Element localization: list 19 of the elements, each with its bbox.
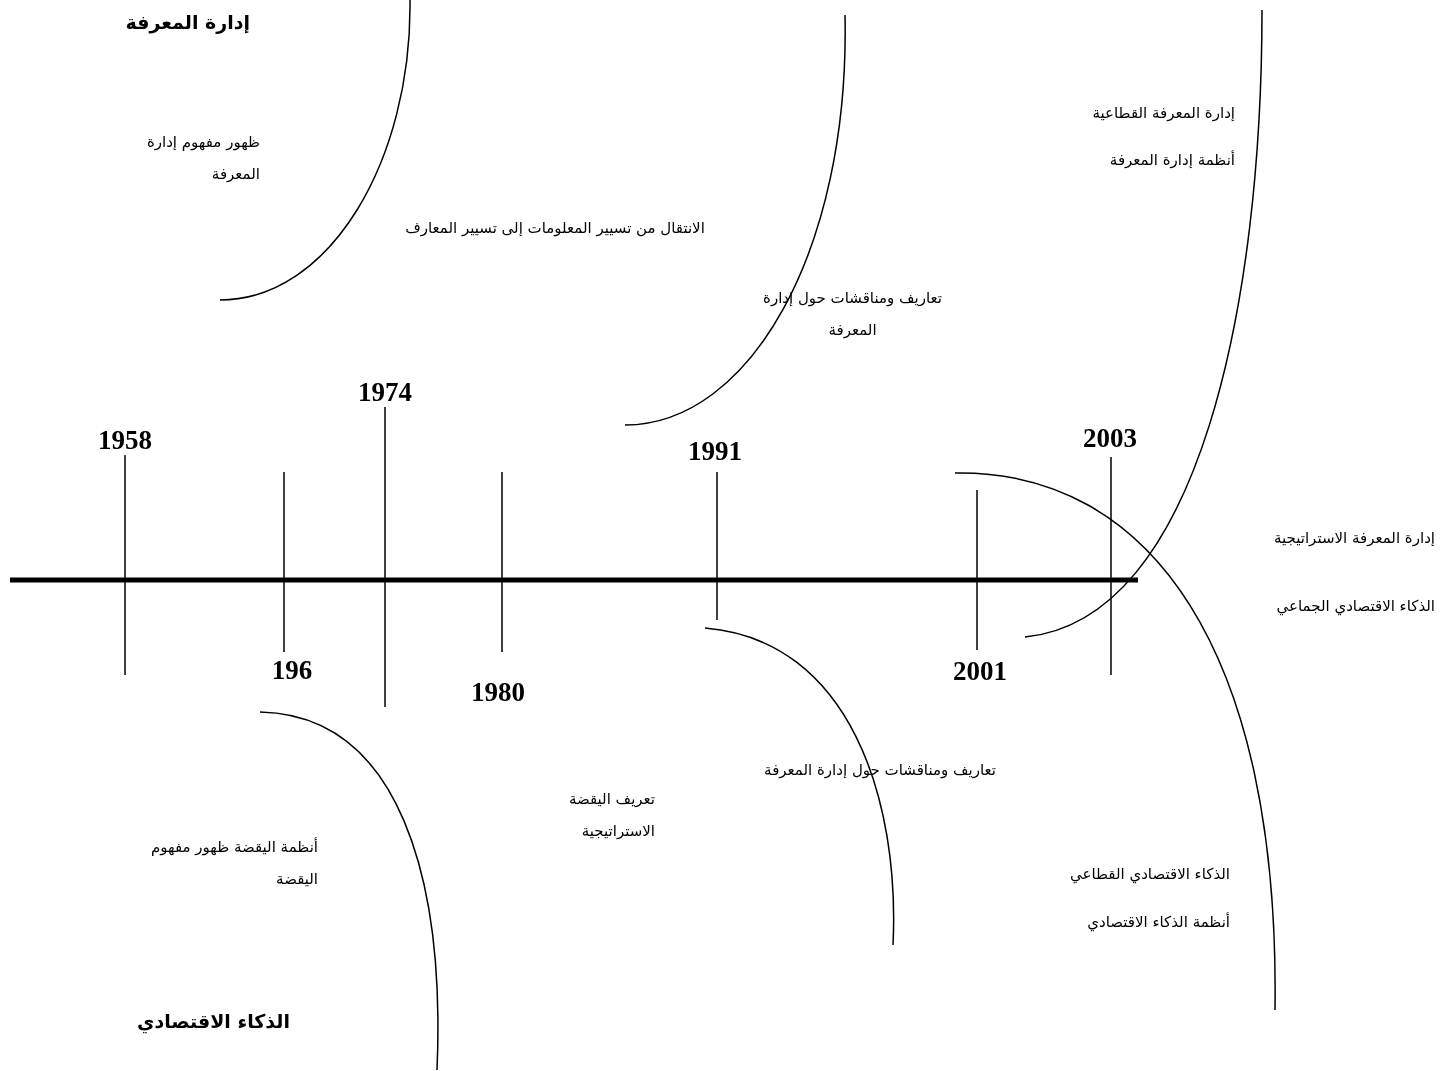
year-label: 196 <box>270 654 314 686</box>
note-text: أنظمة إدارة المعرفة <box>1108 149 1235 171</box>
year-label: 1958 <box>97 424 153 456</box>
year-label: 1991 <box>687 435 743 467</box>
year-label: 1974 <box>357 376 413 408</box>
note-text: تعريف اليقضة الاستراتيجية <box>567 789 655 842</box>
year-label: 2003 <box>1082 422 1138 454</box>
section-heading: الذكاء الاقتصادي <box>136 1009 290 1036</box>
section-heading: إدارة المعرفة <box>124 10 250 36</box>
note-text: أنظمة الذكاء الاقتصادي <box>1086 911 1230 934</box>
note-text: إدارة المعرفة الاستراتيجية <box>1273 528 1435 549</box>
note-text: الذكاء الاقتصادي الجماعي <box>1275 596 1435 618</box>
note-text: الذكاء الاقتصادي القطاعي <box>1069 864 1230 886</box>
year-label: 1980 <box>470 676 526 708</box>
note-text: الانتقال من تسيير المعلومات إلى تسيير المعارف <box>404 218 706 239</box>
year-label: 2001 <box>952 655 1008 687</box>
note-text: أنظمة اليقضة ظهور مفهوم اليقضة <box>150 836 318 890</box>
note-text: إدارة المعرفة القطاعية <box>1091 103 1235 124</box>
note-text: ظهور مفهوم إدارة المعرفة <box>145 132 260 185</box>
